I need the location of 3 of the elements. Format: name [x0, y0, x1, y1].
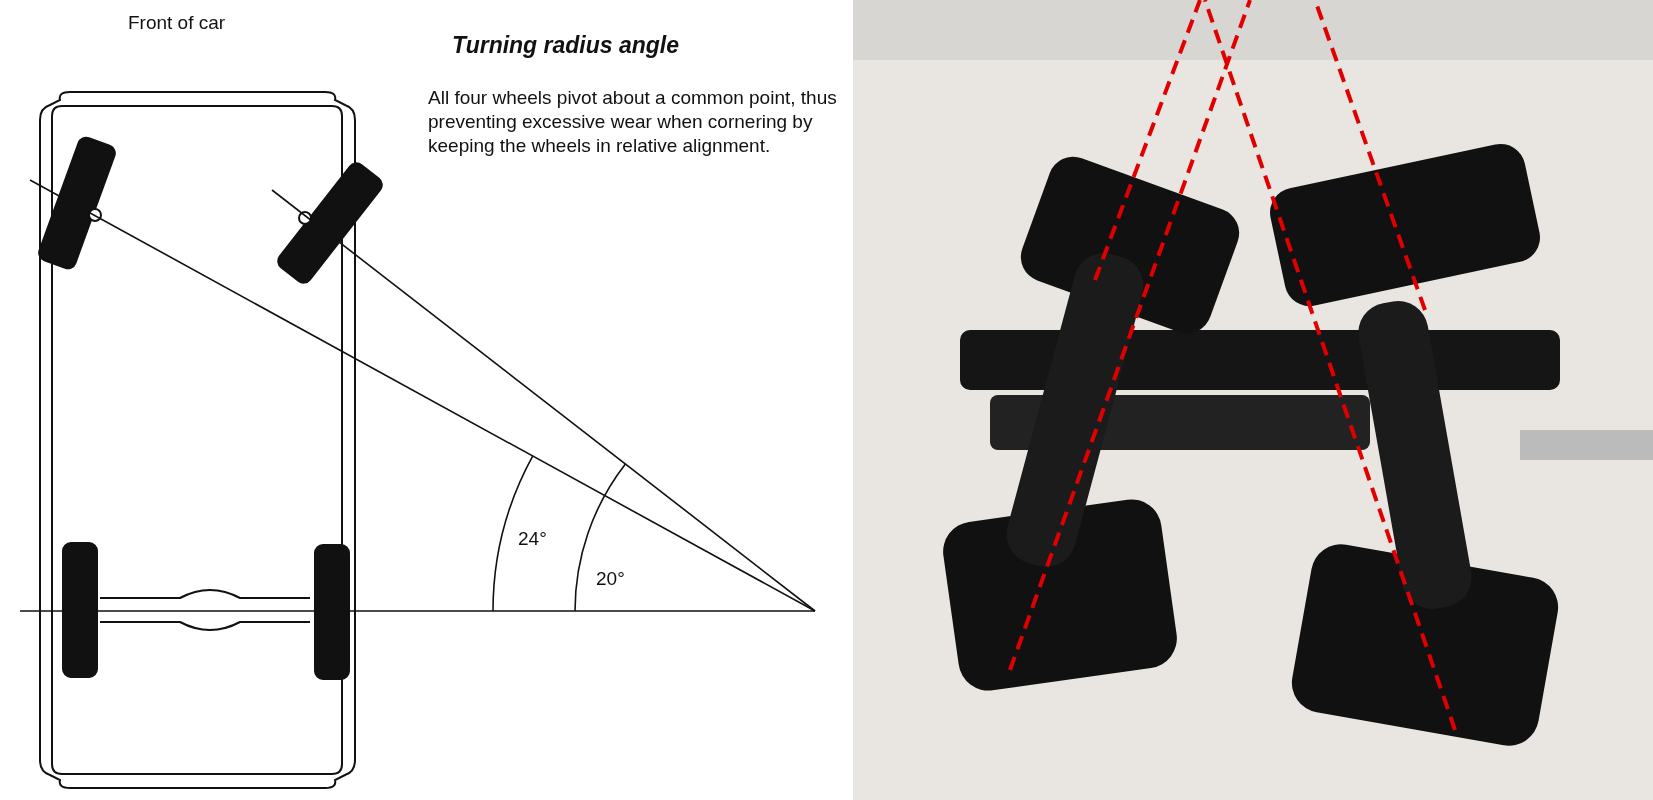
- caption: Front of car: [128, 12, 226, 34]
- heading: Turning radius angle: [452, 32, 680, 59]
- description-paragraph: All four wheels pivot about a common point, thus preventing excessive wear when cornering by keeping the wheels in relative alignment.: [428, 86, 838, 158]
